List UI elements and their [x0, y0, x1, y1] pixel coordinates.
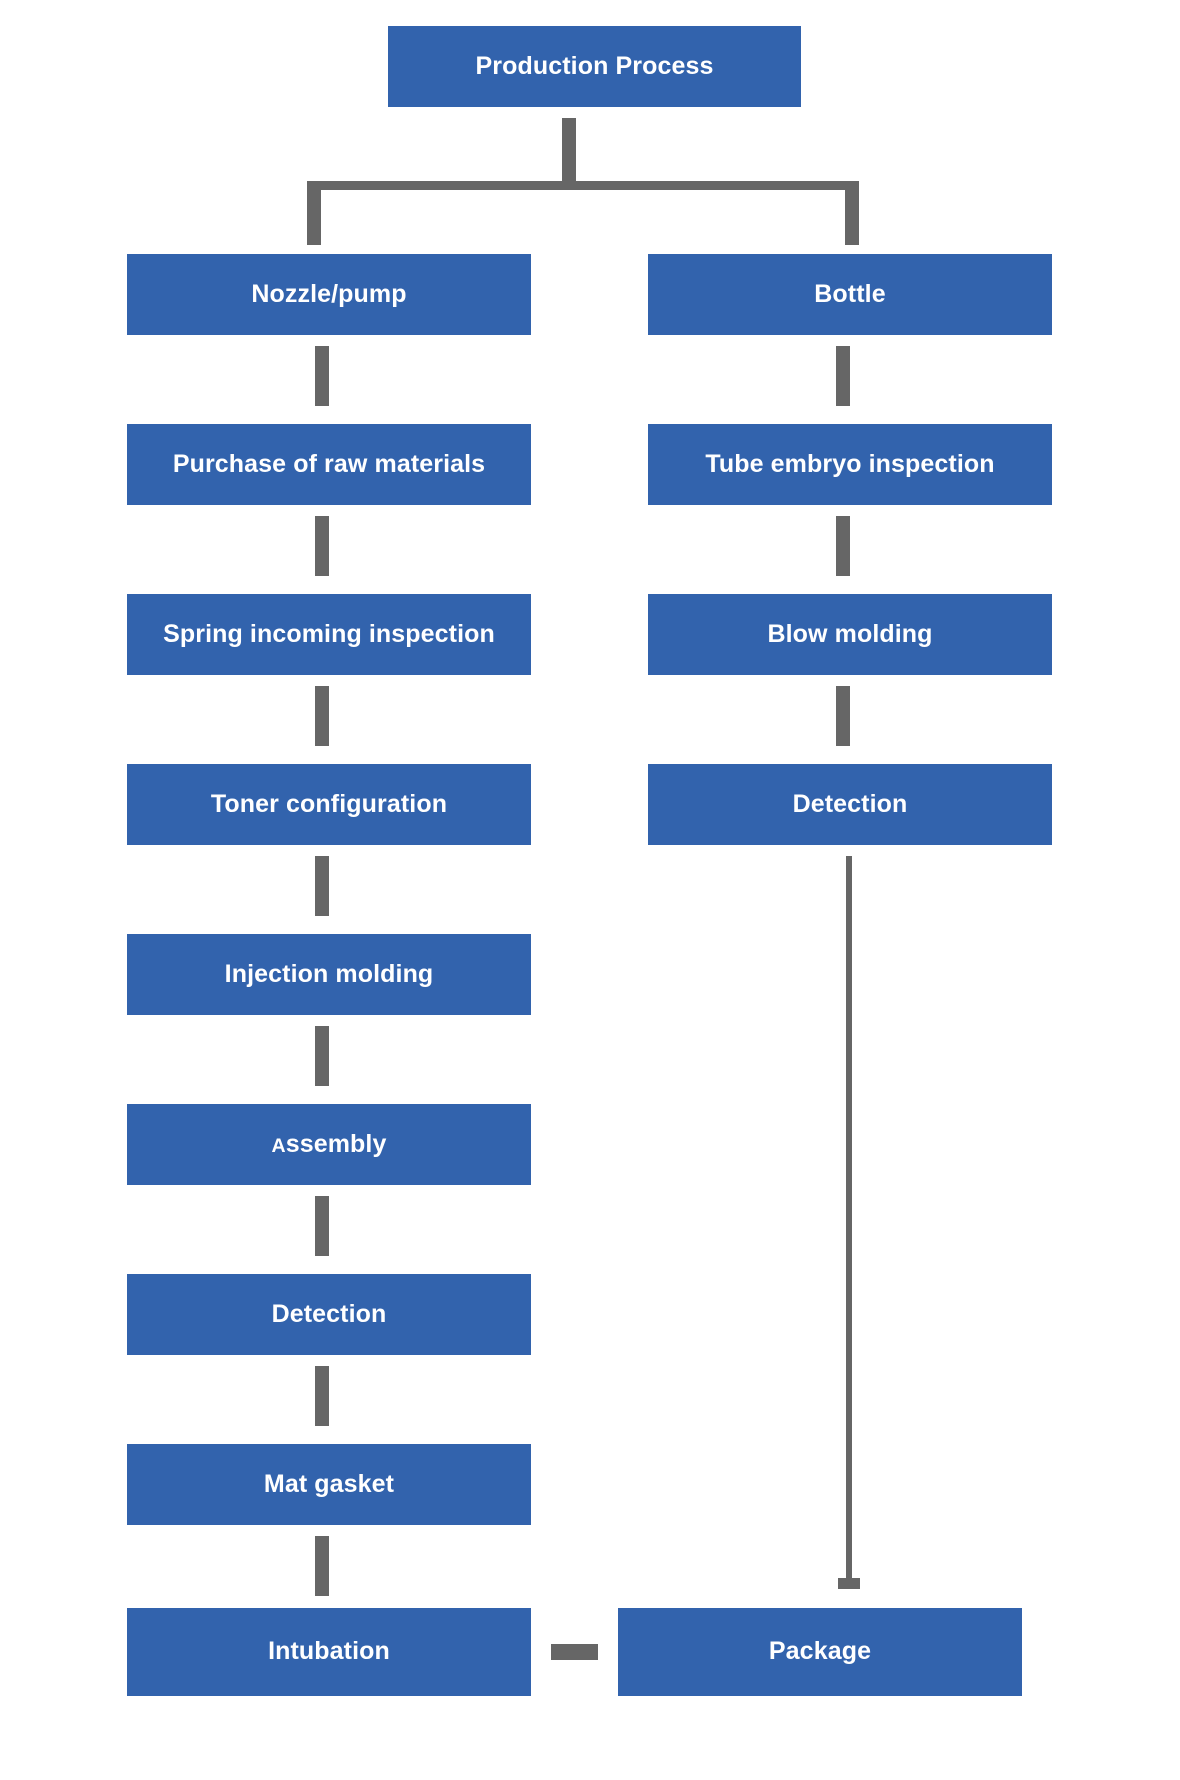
connector-rail-drop-right [845, 181, 859, 245]
node-mat-gasket[interactable]: Mat gasket [127, 1444, 531, 1525]
node-intubation[interactable]: Intubation [127, 1608, 531, 1696]
connector-left-2 [315, 516, 329, 576]
node-label: Injection molding [224, 959, 434, 988]
node-detection-right[interactable]: Detection [648, 764, 1052, 845]
node-label: Intubation [268, 1637, 390, 1666]
node-label: Detection [792, 789, 908, 818]
node-label: Production Process [475, 51, 714, 80]
node-assembly[interactable]: Assembly [127, 1104, 531, 1185]
node-purchase-of-raw-materials[interactable]: Purchase of raw materials [127, 424, 531, 505]
node-label: Assembly [271, 1129, 387, 1158]
node-spring-incoming-inspection[interactable]: Spring incoming inspection [127, 594, 531, 675]
node-injection-molding[interactable]: Injection molding [127, 934, 531, 1015]
connector-left-7 [315, 1366, 329, 1426]
node-nozzle-pump[interactable]: Nozzle/pump [127, 254, 531, 335]
connector-branch-rail [307, 181, 859, 190]
node-tube-embryo-inspection[interactable]: Tube embryo inspection [648, 424, 1052, 505]
node-label: Bottle [814, 279, 886, 308]
connector-left-3 [315, 686, 329, 746]
node-label: Package [768, 1637, 872, 1666]
node-bottle[interactable]: Bottle [648, 254, 1052, 335]
connector-left-4 [315, 856, 329, 916]
connector-left-6 [315, 1196, 329, 1256]
node-label: Nozzle/pump [251, 279, 407, 308]
node-label: Blow molding [767, 619, 933, 648]
connector-arrow-cap [838, 1578, 860, 1589]
connector-right-3 [836, 686, 850, 746]
node-label: Purchase of raw materials [172, 449, 486, 478]
connector-left-8 [315, 1536, 329, 1596]
connector-right-1 [836, 346, 850, 406]
node-production-process[interactable]: Production Process [388, 26, 801, 107]
node-label: Detection [271, 1299, 387, 1328]
connector-root-down [562, 118, 576, 181]
connector-detection-to-package [846, 856, 852, 1586]
node-blow-molding[interactable]: Blow molding [648, 594, 1052, 675]
connector-right-2 [836, 516, 850, 576]
node-label: Spring incoming inspection [163, 619, 495, 648]
connector-intubation-to-package [551, 1644, 598, 1660]
node-label: Tube embryo inspection [705, 449, 995, 478]
node-toner-configuration[interactable]: Toner configuration [127, 764, 531, 845]
node-package[interactable]: Package [618, 1608, 1022, 1696]
connector-left-1 [315, 346, 329, 406]
node-label: Mat gasket [263, 1469, 395, 1498]
node-label: Toner configuration [210, 789, 448, 818]
connector-rail-drop-left [307, 181, 321, 245]
connector-left-5 [315, 1026, 329, 1086]
node-detection-left[interactable]: Detection [127, 1274, 531, 1355]
